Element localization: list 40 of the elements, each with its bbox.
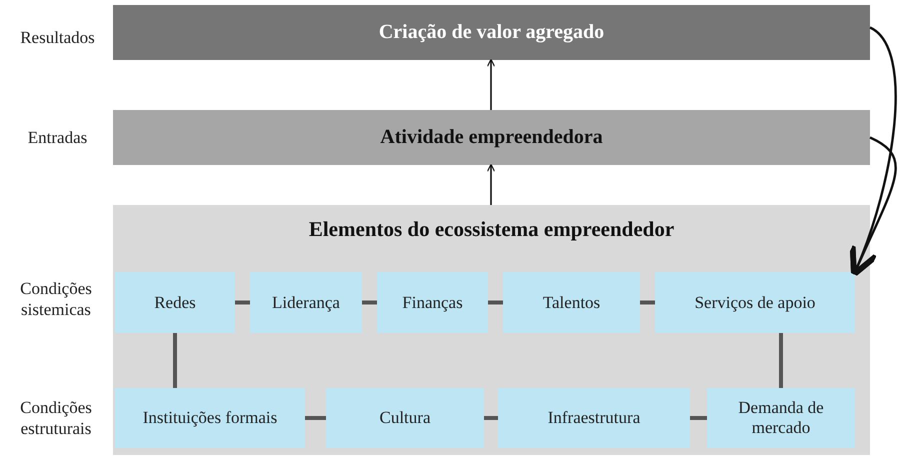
heading: Elementos do ecossistema empreendedor (308, 217, 674, 242)
ecosystem-panel (113, 205, 870, 455)
element-label: Infraestrutura (548, 408, 640, 428)
connector-line (488, 300, 503, 304)
heading: Atividade empreendedora (380, 126, 603, 149)
element-label: Redes (154, 292, 196, 312)
element-box (498, 388, 690, 448)
connector-line (690, 416, 707, 420)
row-label: Condições estruturais (19, 397, 93, 440)
element-box (115, 272, 235, 333)
row-label: Condições sistemicas (19, 278, 93, 320)
element-label: Serviços de apoio (694, 292, 816, 312)
element-box (655, 272, 855, 333)
element-label: Finanças (402, 292, 463, 312)
arrow (486, 164, 496, 205)
element-label: Cultura (380, 408, 430, 428)
element-box (503, 272, 640, 333)
element-box (377, 272, 488, 333)
row-label: Entradas (26, 127, 88, 148)
element-box (707, 388, 855, 448)
element-label: Demanda de mercado (737, 398, 825, 438)
heading: Criação de valor agregado (378, 21, 604, 44)
connector-line (484, 416, 498, 420)
element-label: Talentos (542, 292, 600, 312)
connector-line (305, 416, 326, 420)
level-band (113, 5, 870, 60)
level-band (113, 110, 870, 165)
arrow (486, 58, 496, 110)
element-box (326, 388, 484, 448)
element-label: Instituições formais (142, 408, 278, 428)
element-label: Liderança (272, 292, 340, 312)
curved-arrow (850, 136, 897, 278)
row-label: Resultados (19, 27, 96, 48)
element-box (115, 388, 305, 448)
connector-line (235, 300, 250, 304)
connector-line (362, 300, 377, 304)
connector-line (779, 333, 783, 388)
connector-line (173, 333, 177, 388)
element-box (250, 272, 362, 333)
connector-line (640, 300, 655, 304)
